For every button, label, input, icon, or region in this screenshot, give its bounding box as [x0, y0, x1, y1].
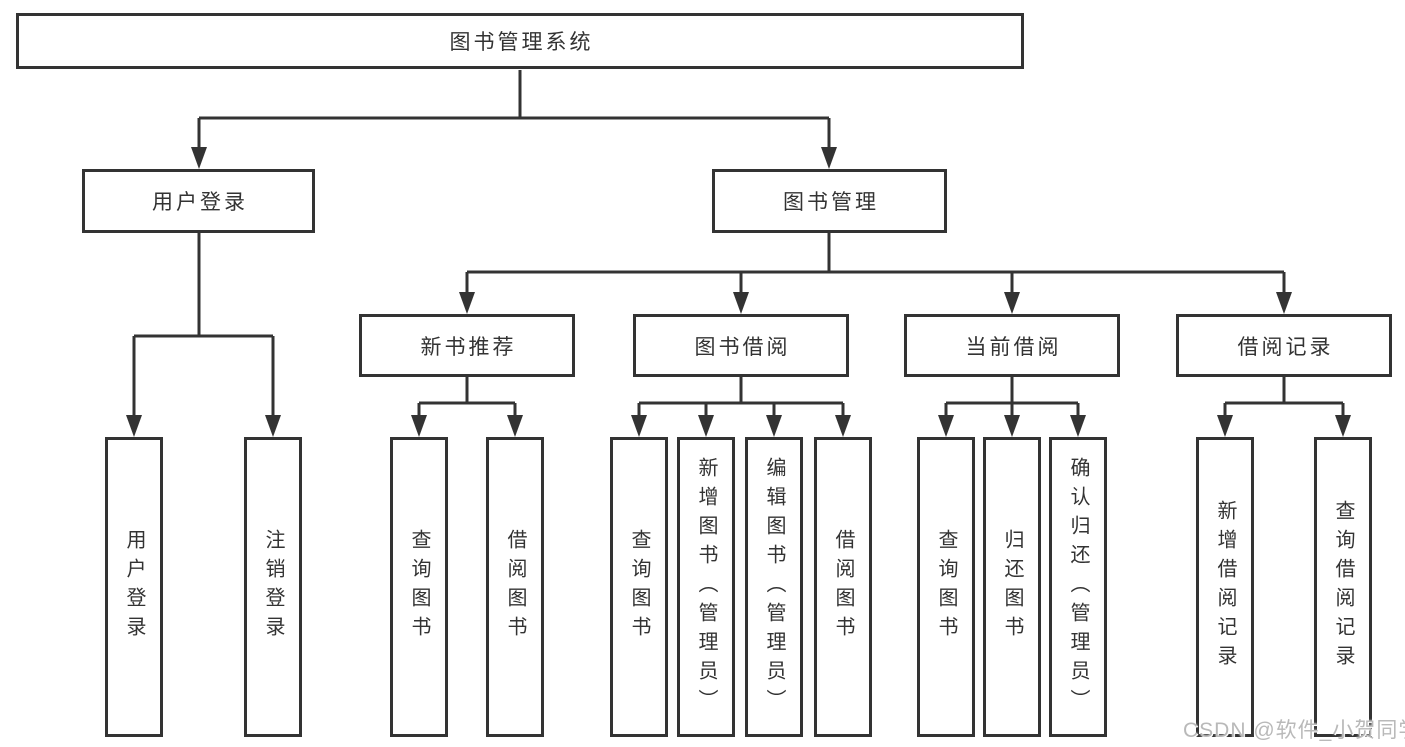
- arrowhead-icon: [631, 415, 647, 437]
- node-label: 用户登录: [123, 529, 145, 645]
- connector-line: [132, 232, 275, 419]
- node-label: 用户登录: [152, 191, 248, 214]
- node-label: 图书管理: [783, 191, 879, 214]
- node-label: 图书管理系统: [449, 31, 594, 54]
- node-logout-action: 注销登录: [244, 437, 302, 737]
- node-label: 图书借阅: [694, 335, 791, 359]
- connector-line: [465, 232, 1286, 296]
- node-label: 归还图书: [1001, 529, 1023, 645]
- node-borrowing-records: 借阅记录: [1176, 314, 1392, 377]
- node-label: 新书推荐: [420, 335, 517, 359]
- node-query-books-current: 查询图书: [917, 437, 975, 737]
- arrowhead-icon: [411, 415, 427, 437]
- node-label: 借阅记录: [1237, 335, 1334, 359]
- node-label: 查询图书: [628, 529, 650, 645]
- connector-line: [197, 70, 831, 150]
- connector-current-borrowing-children: [938, 376, 1086, 437]
- connector-user-login-children: [126, 232, 281, 437]
- arrowhead-icon: [1004, 415, 1020, 437]
- node-label: 新增借阅记录: [1214, 500, 1236, 674]
- node-user-login: 用户登录: [82, 169, 315, 233]
- node-confirm-return-admin: 确认归还（管理员）: [1049, 437, 1107, 737]
- arrowhead-icon: [733, 292, 749, 314]
- node-borrow-books-borrowing: 借阅图书: [814, 437, 872, 737]
- arrowhead-icon: [821, 147, 837, 169]
- node-query-books-borrowing: 查询图书: [610, 437, 668, 737]
- arrowhead-icon: [698, 415, 714, 437]
- connector-line: [1223, 376, 1345, 419]
- arrowhead-icon: [938, 415, 954, 437]
- node-label: 注销登录: [262, 529, 284, 645]
- arrowhead-icon: [1070, 415, 1086, 437]
- arrowhead-icon: [126, 415, 142, 437]
- arrowhead-icon: [835, 415, 851, 437]
- connector-book-borrowing-children: [631, 376, 851, 437]
- arrowhead-icon: [1276, 292, 1292, 314]
- arrowhead-icon: [1217, 415, 1233, 437]
- node-borrow-books-recommend: 借阅图书: [486, 437, 544, 737]
- node-add-borrow-record: 新增借阅记录: [1196, 437, 1254, 737]
- node-label: 查询图书: [408, 529, 430, 645]
- connector-book-management-children: [459, 232, 1292, 314]
- node-label: 借阅图书: [504, 529, 526, 645]
- arrowhead-icon: [265, 415, 281, 437]
- connector-root-to-level2: [191, 70, 837, 169]
- connector-line: [944, 376, 1080, 419]
- node-label: 新增图书（管理员）: [695, 456, 717, 718]
- node-user-login-action: 用户登录: [105, 437, 163, 737]
- node-current-borrowing: 当前借阅: [904, 314, 1120, 377]
- node-add-books-admin: 新增图书（管理员）: [677, 437, 735, 737]
- node-return-books: 归还图书: [983, 437, 1041, 737]
- connector-new-book-recommendation-children: [411, 376, 523, 437]
- arrowhead-icon: [191, 147, 207, 169]
- node-label: 确认归还（管理员）: [1067, 456, 1089, 718]
- arrowhead-icon: [1004, 292, 1020, 314]
- connector-line: [637, 376, 845, 419]
- watermark: CSDN @软件_小贺同学: [1183, 719, 1405, 742]
- node-query-borrow-record: 查询借阅记录: [1314, 437, 1372, 737]
- node-label: 查询图书: [935, 529, 957, 645]
- connector-borrowing-records-children: [1217, 376, 1351, 437]
- arrowhead-icon: [1335, 415, 1351, 437]
- node-edit-books-admin: 编辑图书（管理员）: [745, 437, 803, 737]
- node-new-book-recommendation: 新书推荐: [359, 314, 575, 377]
- arrowhead-icon: [459, 292, 475, 314]
- connector-line: [417, 376, 517, 419]
- node-label: 当前借阅: [965, 335, 1062, 359]
- node-query-books-recommend: 查询图书: [390, 437, 448, 737]
- arrowhead-icon: [507, 415, 523, 437]
- node-book-borrowing: 图书借阅: [633, 314, 849, 377]
- arrowhead-icon: [766, 415, 782, 437]
- node-label: 借阅图书: [832, 529, 854, 645]
- node-label: 查询借阅记录: [1332, 500, 1354, 674]
- node-system-root: 图书管理系统: [16, 13, 1024, 69]
- node-label: 编辑图书（管理员）: [763, 456, 785, 718]
- node-book-management: 图书管理: [712, 169, 947, 233]
